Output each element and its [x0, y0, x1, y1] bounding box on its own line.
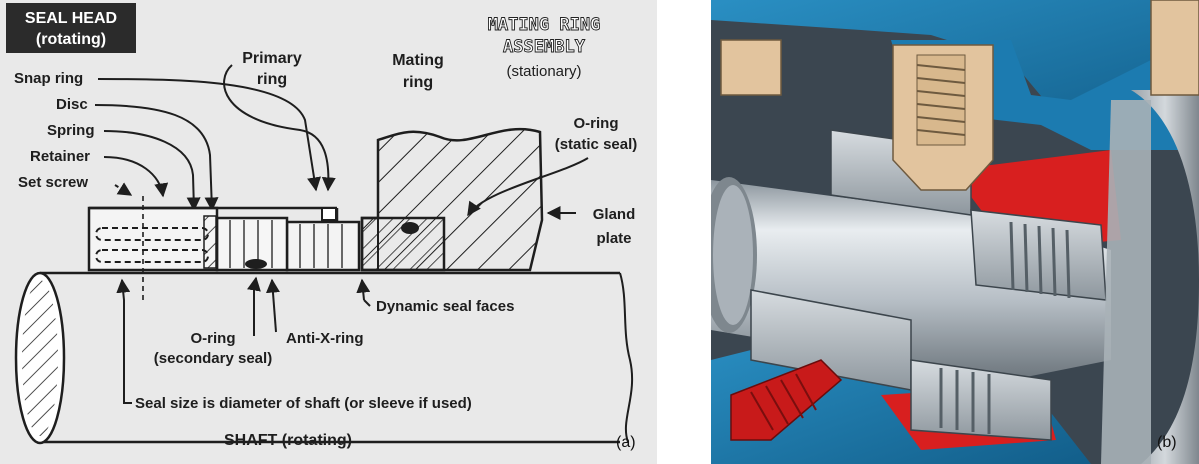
seal-size-note: Seal size is diameter of shaft (or sleev… [135, 395, 472, 412]
shaft [14, 271, 634, 445]
mating-assembly-line1: MATING RING [488, 15, 601, 35]
panel-a-tag: (a) [616, 434, 636, 451]
gland-label-2: plate [596, 230, 631, 247]
oring-static-label-2: (static seal) [555, 136, 638, 153]
primary-ring [285, 220, 361, 272]
oring-secondary-label-2: (secondary seal) [154, 350, 272, 367]
panel-b-tag: (b) [1157, 434, 1177, 451]
shaft-label: SHAFT (rotating) [224, 432, 352, 449]
dynamic-seal-faces-label: Dynamic seal faces [376, 298, 514, 315]
set-screw-label: Set screw [18, 174, 88, 191]
oring-secondary-label-1: O-ring [191, 330, 236, 347]
gland-label-1: Gland [593, 206, 636, 223]
seal-head-box [6, 3, 136, 53]
snap-ring-label: Snap ring [14, 70, 83, 87]
mating-ring-label-2: ring [403, 74, 433, 91]
oring-static-label-1: O-ring [574, 115, 619, 132]
mating-assembly-line2: ASSEMBLY [503, 37, 586, 57]
disc-label: Disc [56, 96, 88, 113]
red-set-screw [730, 359, 843, 441]
secondary-oring [245, 259, 267, 269]
primary-ring-label-1: Primary [242, 50, 302, 67]
mating-assembly-line3: (stationary) [506, 63, 581, 80]
mating-ring-label-1: Mating [392, 52, 444, 69]
retainer-label: Retainer [30, 148, 90, 165]
cutaway-drawing: (b) [711, 0, 1199, 464]
gland-plate-disk [1131, 90, 1199, 464]
spring-label: Spring [47, 122, 95, 139]
seal-head-subtitle: (rotating) [36, 31, 106, 48]
seal-head-title: SEAL HEAD [25, 10, 117, 27]
static-oring [401, 222, 419, 234]
spring [95, 227, 209, 263]
seal-drawing: SEAL HEAD (rotating) MATING RING ASSEMBL… [6, 3, 638, 451]
panel-b-cutaway-render: (b) [711, 0, 1199, 464]
panel-a-seal-diagram: SEAL HEAD (rotating) MATING RING ASSEMBL… [0, 0, 657, 464]
primary-ring-label-2: ring [257, 71, 287, 88]
snap-ring-part [321, 207, 337, 221]
anti-x-ring-label: Anti-X-ring [286, 330, 363, 347]
